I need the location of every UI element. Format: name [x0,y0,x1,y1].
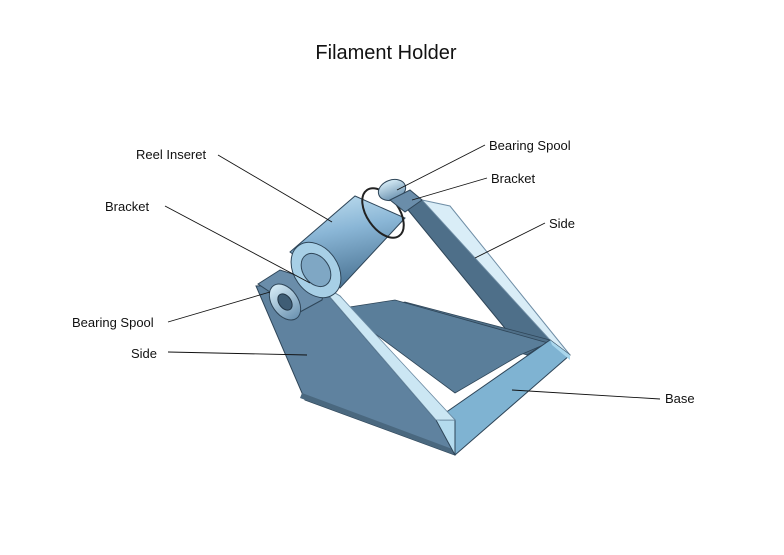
label-base: Base [665,391,695,406]
label-bearing-spool-right: Bearing Spool [489,138,571,153]
bearing-spool-left [268,283,302,321]
bracket-right [389,189,423,213]
leader-bracket-left [164,205,311,284]
leader-base [511,389,661,400]
label-side-left: Side [131,346,158,361]
leader-side-right [474,222,546,259]
page-title: Filament Holder [315,42,457,64]
label-bracket-right: Bracket [491,171,536,186]
label-bracket-left: Bracket [105,199,150,214]
leader-bracket-right [411,177,488,201]
label-bearing-spool-left: Bearing Spool [72,315,154,330]
leader-bearing-spool-right [396,144,486,191]
leader-lines [164,144,661,400]
leader-side-left [167,351,308,356]
reel-insert [289,187,406,299]
leader-bearing-spool-left [167,291,271,323]
label-side-right: Side [549,216,576,231]
leader-reel-insert [217,154,333,223]
label-reel-insert: Reel Inseret [136,147,207,162]
